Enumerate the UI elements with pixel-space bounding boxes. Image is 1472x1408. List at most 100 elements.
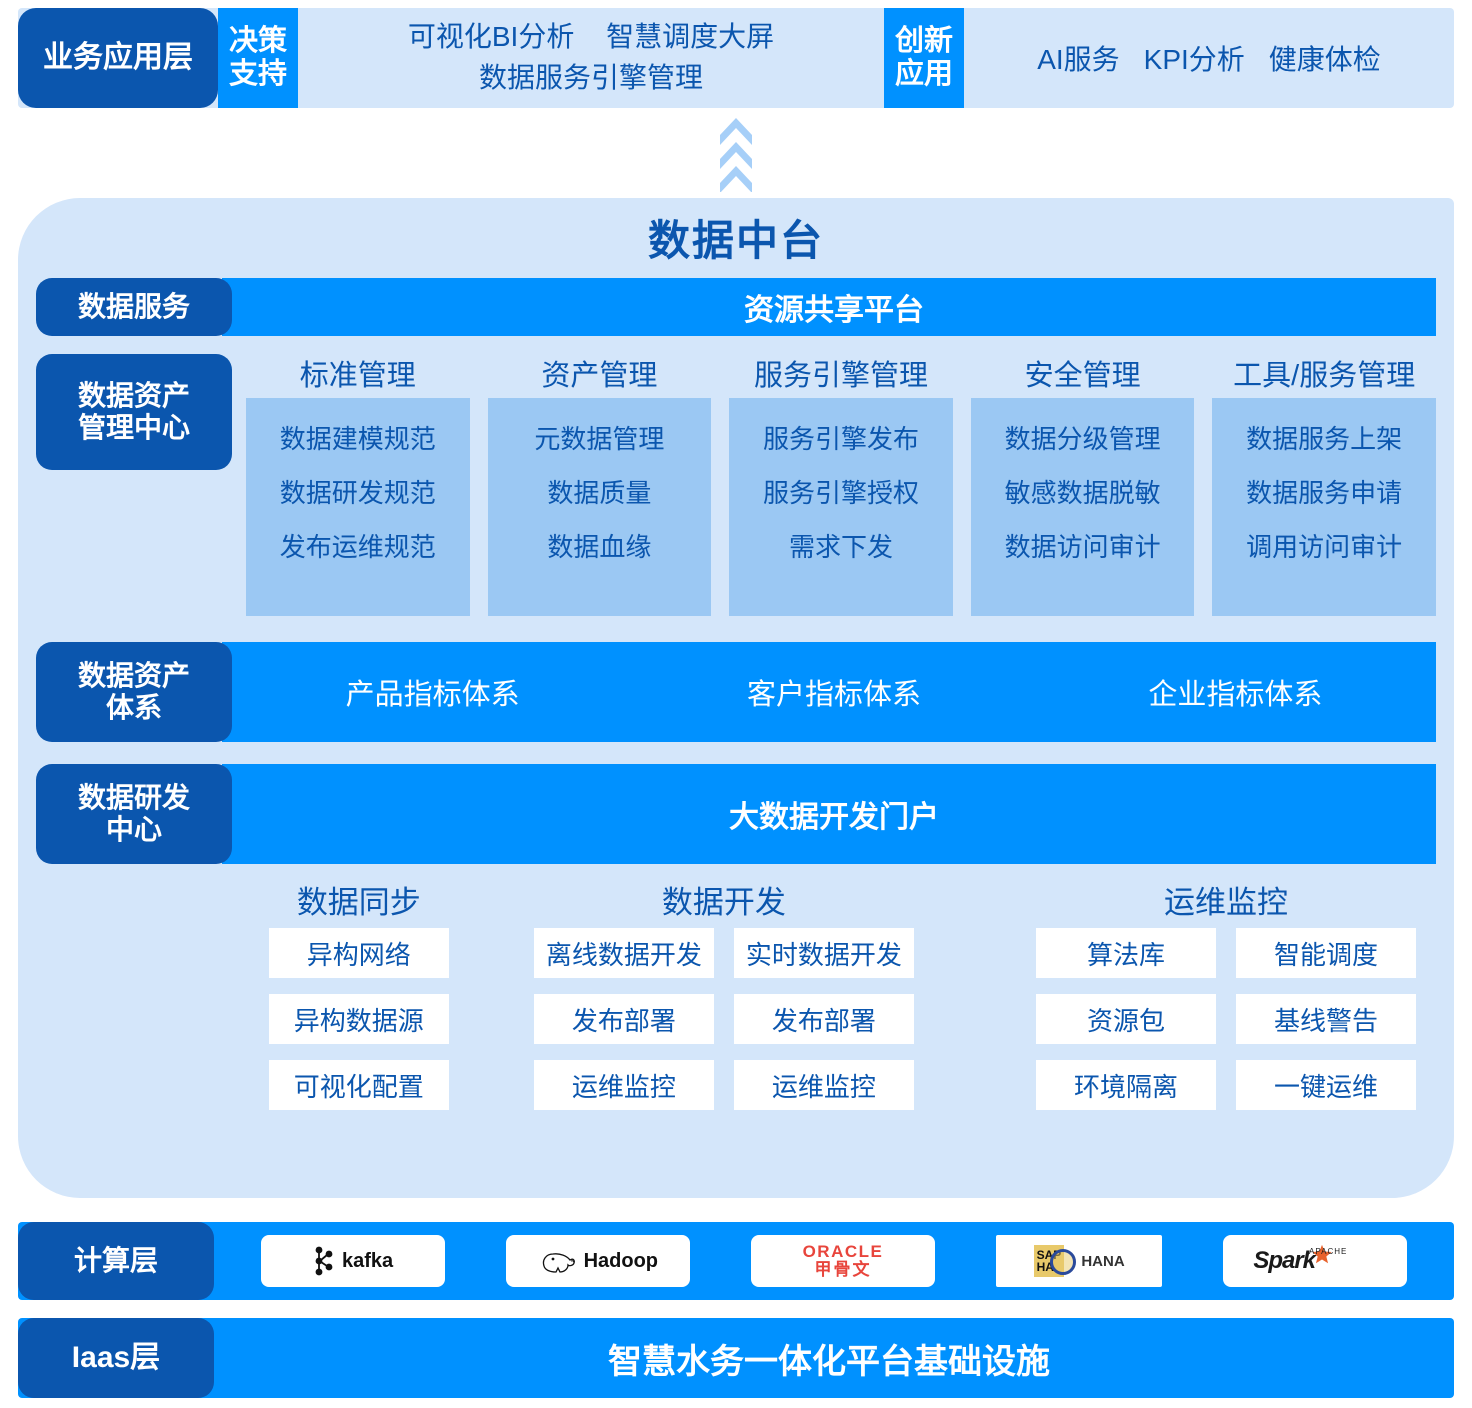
asset-item[interactable]: 调用访问审计 [1246,532,1403,562]
spark-logo-text: Spark [1253,1247,1316,1274]
data-asset-system-label-line2: 体系 [105,692,162,723]
data-asset-management-center: 数据资产 管理中心 标准管理 数据建模规范 数据研发规范 发布运维规范 资产管理… [36,354,1436,620]
dev-box[interactable]: 发布部署 [733,994,914,1044]
app-item-kpi-analysis[interactable]: KPI分析 [1143,44,1245,75]
asset-column-title: 资产管理 [541,360,658,392]
asset-item[interactable]: 服务引擎授权 [762,478,919,508]
asset-system-item-enterprise[interactable]: 企业指标体系 [1148,679,1323,711]
data-asset-center-label: 数据资产 管理中心 [36,354,232,470]
asset-item[interactable]: 敏感数据脱敏 [1004,478,1161,508]
asset-column-title: 标准管理 [299,360,416,392]
bigdata-dev-portal-bar[interactable]: 大数据开发门户 [222,764,1436,864]
data-dev-center-band: 数据研发 中心 大数据开发门户 [36,764,1436,864]
dev-box[interactable]: 资源包 [1036,994,1217,1044]
spark-logo[interactable]: Spark APACHE [1223,1235,1408,1287]
asset-column-security-mgmt: 安全管理 数据分级管理 敏感数据脱敏 数据访问审计 [970,354,1195,616]
data-asset-system-label-line1: 数据资产 [77,659,190,691]
asset-column-tool-service-mgmt: 工具/服务管理 数据服务上架 数据服务申请 调用访问审计 [1212,354,1436,616]
dev-box[interactable]: 一键运维 [1236,1060,1417,1110]
kafka-logo[interactable]: kafka [260,1235,445,1287]
app-category-decision-support-line2: 支持 [228,58,287,90]
asset-item[interactable]: 数据服务申请 [1246,478,1403,508]
sap-hana-badge: SAP HA [1033,1245,1076,1277]
hadoop-logo-text: Hadoop [583,1249,658,1272]
asset-item[interactable]: 数据质量 [547,478,652,508]
sap-hana-logo[interactable]: SAP HA HANA [996,1235,1163,1287]
dev-group-columns: 离线数据开发 发布部署 运维监控 实时数据开发 发布部署 运维监控 [500,928,948,1110]
app-decision-items-row2: 数据服务引擎管理 [467,58,715,99]
dev-group-ops-monitoring: 运维监控 算法库 资源包 环境隔离 智能调度 基线警告 一键运维 [1016,878,1436,1110]
data-asset-system-label: 数据资产 体系 [36,642,232,742]
dev-column: 智能调度 基线警告 一键运维 [1236,928,1417,1110]
data-platform-container: 数据中台 数据服务 资源共享平台 数据资产 管理中心 标准管理 数据建模规范 数… [18,198,1454,1198]
asset-column-title: 工具/服务管理 [1233,360,1416,392]
dev-box[interactable]: 环境隔离 [1036,1060,1217,1110]
asset-columns: 标准管理 数据建模规范 数据研发规范 发布运维规范 资产管理 元数据管理 数据质… [246,354,1436,616]
dev-box[interactable]: 可视化配置 [268,1060,449,1110]
asset-column-body: 元数据管理 数据质量 数据血缘 [487,398,712,616]
dev-box[interactable]: 离线数据开发 [533,928,714,978]
data-dev-center-label-line1: 数据研发 [77,781,190,813]
asset-column-body: 服务引擎发布 服务引擎授权 需求下发 [729,398,953,616]
dev-box[interactable]: 运维监控 [733,1060,914,1110]
asset-system-item-customer[interactable]: 客户指标体系 [746,679,921,711]
dev-box[interactable]: 基线警告 [1236,994,1417,1044]
dev-column: 实时数据开发 发布部署 运维监控 [733,928,914,1110]
app-item-ai-service[interactable]: AI服务 [1037,44,1120,75]
dev-box[interactable]: 异构网络 [268,928,449,978]
asset-item[interactable]: 数据血缘 [547,532,652,562]
hadoop-logo[interactable]: Hadoop [505,1235,690,1287]
data-dev-center-label-line2: 中心 [105,814,162,845]
asset-column-title: 服务引擎管理 [753,360,928,392]
app-category-decision-support-line1: 决策 [228,24,287,57]
dev-group-title: 数据开发 [661,885,786,920]
asset-column-service-engine-mgmt: 服务引擎管理 服务引擎发布 服务引擎授权 需求下发 [729,354,953,616]
asset-system-item-product[interactable]: 产品指标体系 [345,679,520,711]
dev-group-data-sync: 数据同步 异构网络 异构数据源 可视化配置 [230,878,488,1110]
asset-item[interactable]: 数据分级管理 [1004,424,1161,454]
asset-item[interactable]: 数据研发规范 [279,478,436,508]
app-item-data-service-engine-mgmt[interactable]: 数据服务引擎管理 [478,62,703,93]
data-service-band: 数据服务 资源共享平台 [36,278,1436,336]
dev-group-columns: 算法库 资源包 环境隔离 智能调度 基线警告 一键运维 [1016,928,1436,1110]
dev-box[interactable]: 发布部署 [533,994,714,1044]
data-service-label: 数据服务 [36,278,232,336]
dev-box[interactable]: 异构数据源 [268,994,449,1044]
data-dev-center-label: 数据研发 中心 [36,764,232,864]
oracle-logo-text-en: ORACLE [802,1242,884,1262]
asset-item[interactable]: 发布运维规范 [279,532,436,562]
asset-column-body: 数据建模规范 数据研发规范 发布运维规范 [246,398,470,616]
resource-sharing-platform-bar[interactable]: 资源共享平台 [222,278,1436,336]
asset-item[interactable]: 数据访问审计 [1004,532,1161,562]
asset-item[interactable]: 需求下发 [788,532,893,562]
dev-box[interactable]: 实时数据开发 [733,928,914,978]
data-asset-center-label-line2: 管理中心 [77,412,190,443]
asset-item[interactable]: 元数据管理 [534,424,665,454]
compute-layer-label: 计算层 [18,1222,214,1300]
dev-groups: 数据同步 异构网络 异构数据源 可视化配置 数据开发 离线数据开发 发布部署 运… [230,878,1436,1110]
dev-box[interactable]: 智能调度 [1236,928,1417,978]
dev-box[interactable]: 运维监控 [533,1060,714,1110]
app-category-decision-support[interactable]: 决策 支持 [218,8,298,108]
oracle-logo[interactable]: ORACLE 甲骨文 [750,1235,935,1287]
asset-item[interactable]: 服务引擎发布 [762,424,919,454]
data-asset-center-label-line1: 数据资产 [77,379,190,411]
app-innovation-items: AI服务 KPI分析 健康体检 [964,8,1454,108]
oracle-logo-text-cn: 甲骨文 [814,1260,872,1279]
dev-column: 离线数据开发 发布部署 运维监控 [533,928,714,1110]
spark-logo-apache-text: APACHE [1309,1246,1348,1256]
app-category-innovation[interactable]: 创新 应用 [884,8,964,108]
upward-flow-arrow-icon [716,118,756,193]
dev-column: 算法库 资源包 环境隔离 [1036,928,1217,1110]
compute-layer: 计算层 kafka Hadoop ORACLE [18,1222,1454,1300]
dev-column: 异构网络 异构数据源 可视化配置 [268,928,449,1110]
asset-item[interactable]: 数据服务上架 [1246,424,1403,454]
app-item-health-check[interactable]: 健康体检 [1268,44,1381,75]
asset-column-asset-mgmt: 资产管理 元数据管理 数据质量 数据血缘 [487,354,712,616]
dev-box[interactable]: 算法库 [1036,928,1217,978]
kafka-logo-text: kafka [342,1249,394,1272]
app-item-bi-analysis[interactable]: 可视化BI分析 [407,21,575,53]
app-item-smart-dispatch-screen[interactable]: 智慧调度大屏 [606,21,775,53]
asset-item[interactable]: 数据建模规范 [279,424,436,454]
dev-group-title: 数据同步 [296,885,421,920]
